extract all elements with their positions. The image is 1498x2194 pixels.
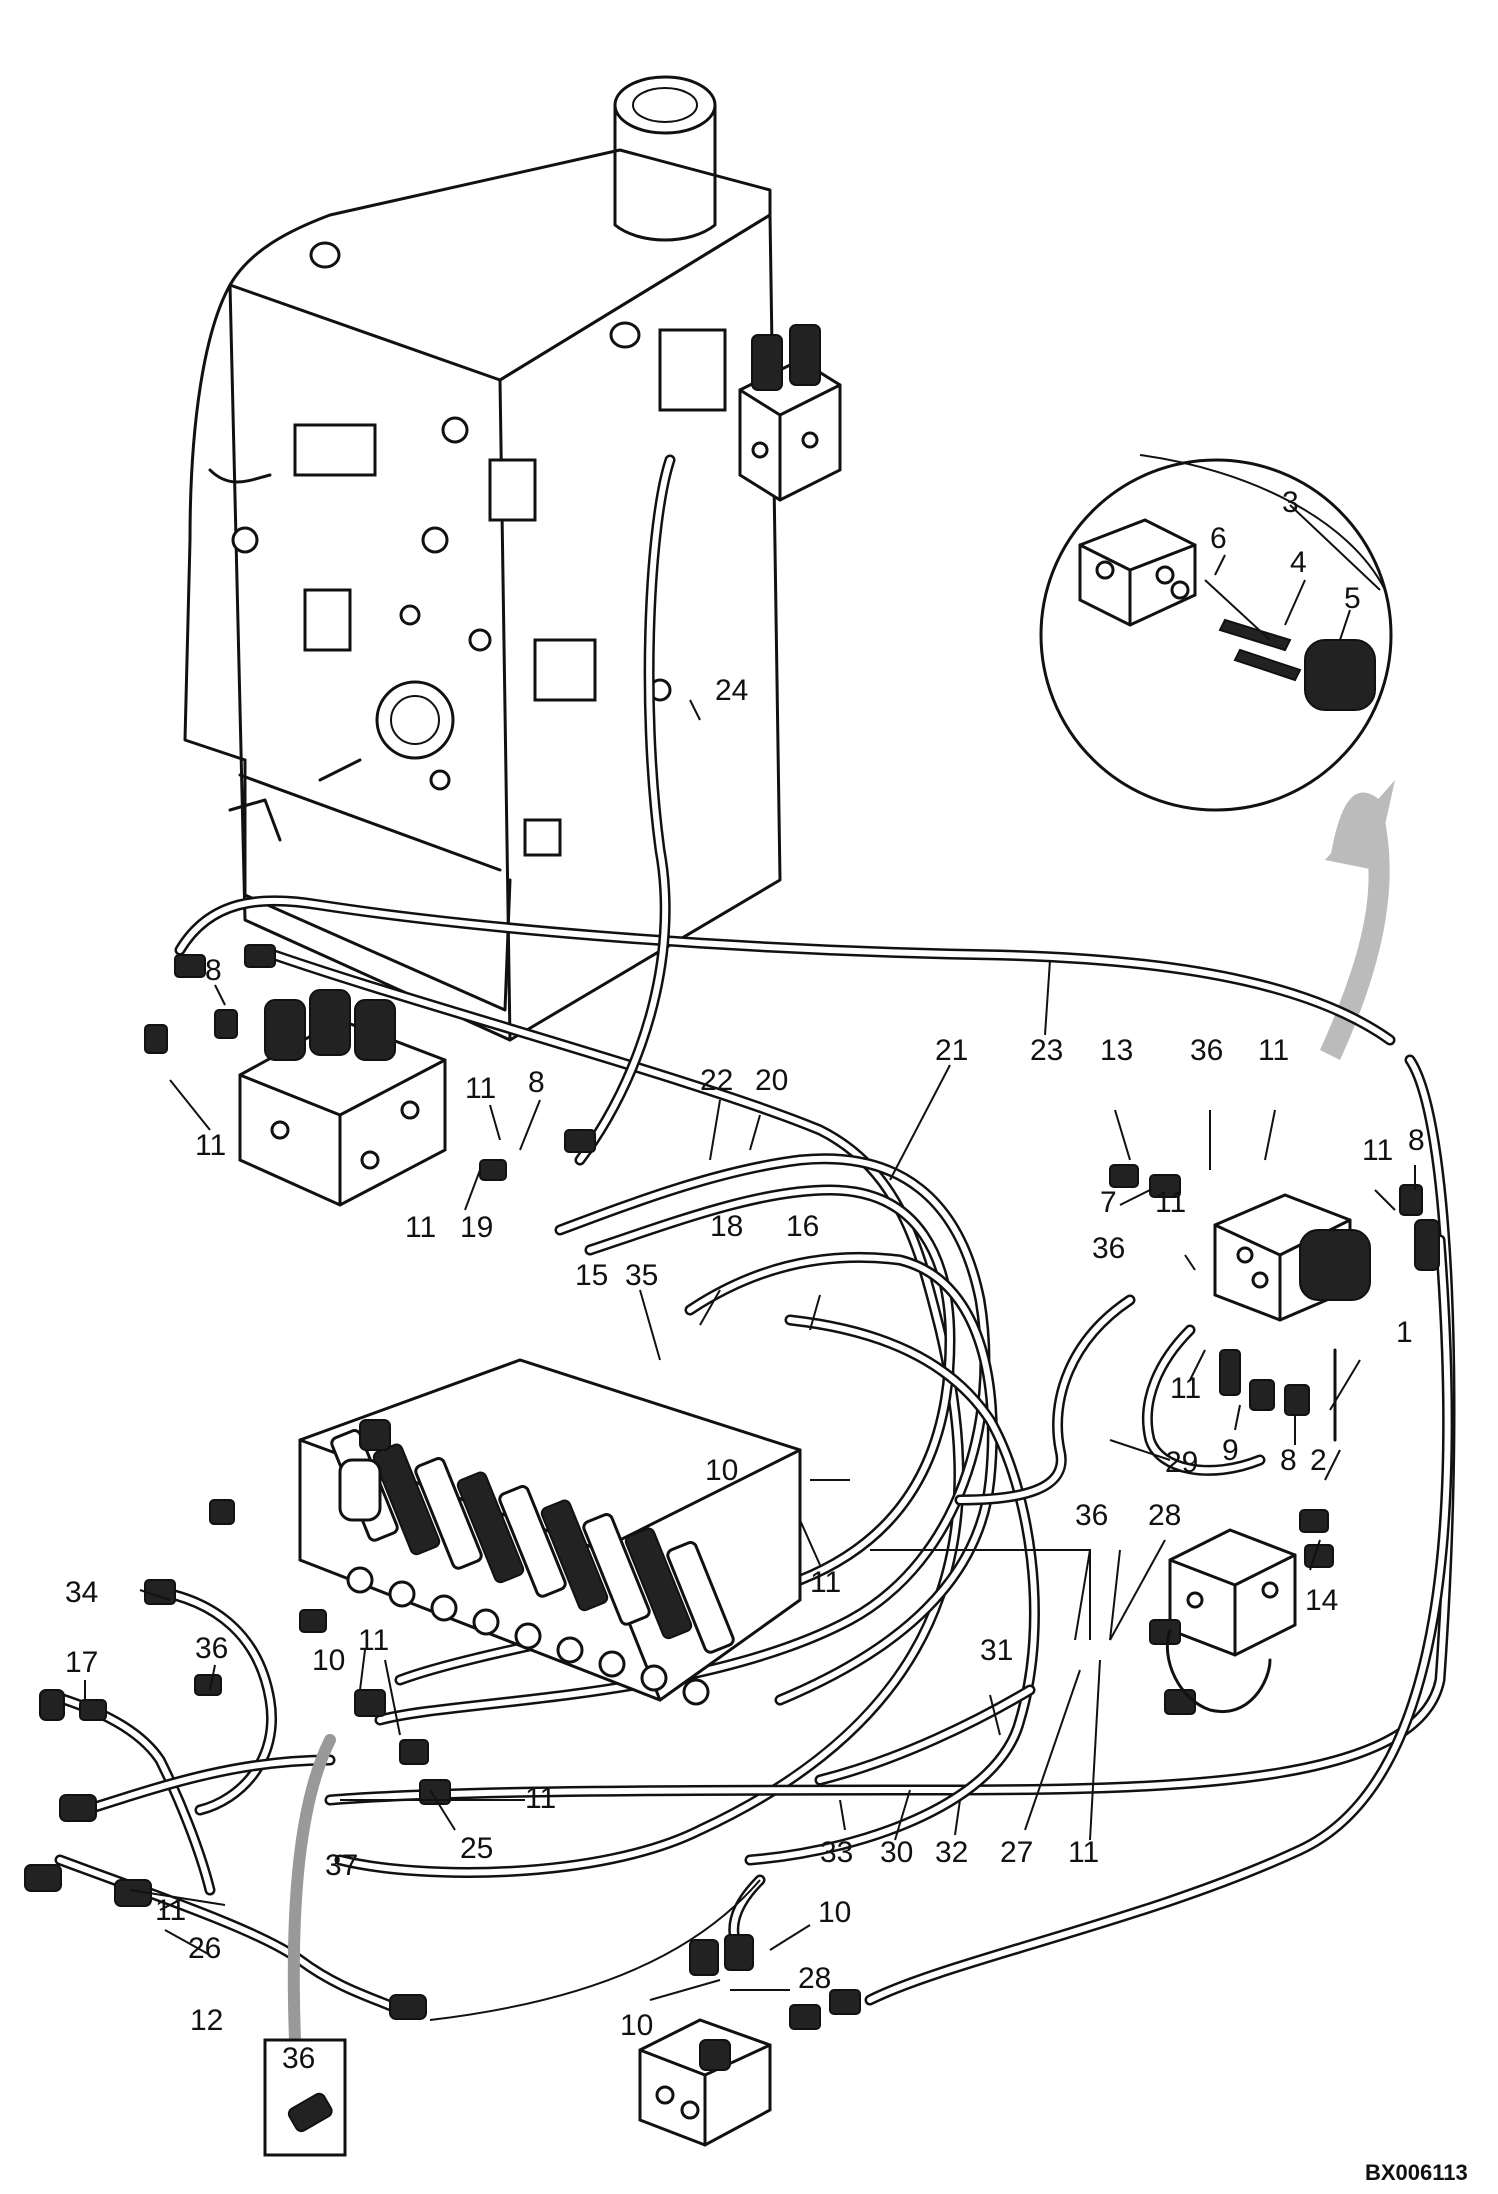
callout-36c: 36 [1075, 1499, 1108, 1532]
callout-11g: 11 [1170, 1372, 1201, 1405]
callout-31: 31 [980, 1634, 1013, 1667]
callout-8c: 8 [1408, 1124, 1425, 1157]
callout-11l: 11 [155, 1894, 186, 1927]
valve-port [514, 1622, 542, 1650]
left-fittings [24, 1499, 451, 2020]
callout-2: 2 [1310, 1444, 1327, 1477]
valve-spool [666, 1541, 735, 1654]
valve-spool [582, 1513, 651, 1626]
callout-36b: 36 [1092, 1232, 1125, 1265]
callout-5: 5 [1344, 582, 1361, 615]
callout-11e: 11 [1362, 1134, 1393, 1167]
callout-27: 27 [1000, 1836, 1033, 1869]
callout-12: 12 [190, 2004, 223, 2037]
callout-4: 4 [1290, 546, 1307, 579]
callout-8b: 8 [528, 1066, 545, 1099]
callout-11b: 11 [465, 1072, 496, 1105]
callout-11f: 11 [1155, 1186, 1186, 1219]
leader-lines [84, 504, 1416, 2001]
callout-36d: 36 [195, 1632, 228, 1665]
callout-32: 32 [935, 1836, 968, 1869]
callout-9: 9 [1222, 1434, 1239, 1467]
callout-25: 25 [460, 1832, 493, 1865]
callout-33: 33 [820, 1836, 853, 1869]
callout-30: 30 [880, 1836, 913, 1869]
callout-11h: 11 [810, 1566, 841, 1599]
main-control-valve [298, 1358, 802, 1706]
callout-11c: 11 [405, 1211, 436, 1244]
callout-11a: 11 [195, 1129, 226, 1162]
callout-11k: 11 [1068, 1836, 1099, 1869]
callout-21: 21 [935, 1034, 968, 1067]
callout-11j: 11 [525, 1782, 556, 1815]
callout-34: 34 [65, 1576, 98, 1609]
callout-14: 14 [1305, 1584, 1338, 1617]
callout-36a: 36 [1190, 1034, 1223, 1067]
valve-port [556, 1636, 584, 1664]
valve-port [598, 1650, 626, 1678]
valve-spool [540, 1499, 609, 1612]
drawing-code: BX006113 [1365, 2160, 1468, 2185]
valve-spool [498, 1485, 567, 1598]
callout-6: 6 [1210, 522, 1227, 555]
valve-port [472, 1608, 500, 1636]
callout-20: 20 [755, 1064, 788, 1097]
callout-24: 24 [715, 674, 748, 707]
callout-16: 16 [786, 1210, 819, 1243]
callout-10b: 10 [312, 1644, 345, 1677]
callout-26: 26 [188, 1932, 221, 1965]
shuttle-block [1149, 1509, 1334, 1715]
callout-36e: 36 [282, 2042, 315, 2075]
callout-19: 19 [460, 1211, 493, 1244]
callout-labels: 3 6 4 5 24 8 11 11 8 11 19 21 23 22 20 1… [65, 486, 1425, 2075]
valve-port [682, 1678, 710, 1706]
callout-1: 1 [1396, 1316, 1413, 1349]
callout-22: 22 [700, 1064, 733, 1097]
detail-arrow-head [1325, 780, 1395, 870]
hydraulic-tank [183, 75, 782, 1042]
valve-port [430, 1594, 458, 1622]
bottom-manifold-block [638, 1934, 861, 2147]
callout-11d: 11 [1258, 1034, 1289, 1067]
callout-8a: 8 [205, 954, 222, 987]
detail-inset [1039, 454, 1393, 812]
callout-29: 29 [1165, 1446, 1198, 1479]
fitting-36-box [263, 2038, 347, 2157]
left-valve-block [144, 944, 596, 1207]
callout-13: 13 [1100, 1034, 1133, 1067]
callout-10d: 10 [620, 2009, 653, 2042]
tank-valve-block [738, 324, 842, 502]
valve-port [388, 1580, 416, 1608]
callout-10c: 10 [818, 1896, 851, 1929]
valve-spool [624, 1527, 693, 1640]
valve-spool [456, 1471, 525, 1584]
right-valve-block [1109, 1164, 1440, 1442]
callout-18: 18 [710, 1210, 743, 1243]
valve-port [346, 1566, 374, 1594]
callout-3: 3 [1282, 486, 1299, 519]
valve-port [640, 1664, 668, 1692]
callout-28a: 28 [1148, 1499, 1181, 1532]
callout-15: 15 [575, 1259, 608, 1292]
callout-35: 35 [625, 1259, 658, 1292]
callout-23: 23 [1030, 1034, 1063, 1067]
callout-11i: 11 [358, 1624, 389, 1657]
callout-7: 7 [1100, 1186, 1117, 1219]
valve-spool [414, 1457, 483, 1570]
callout-28b: 28 [798, 1962, 831, 1995]
callout-8d: 8 [1280, 1444, 1297, 1477]
callout-17: 17 [65, 1646, 98, 1679]
callout-37: 37 [325, 1849, 358, 1882]
callout-10a: 10 [705, 1454, 738, 1487]
